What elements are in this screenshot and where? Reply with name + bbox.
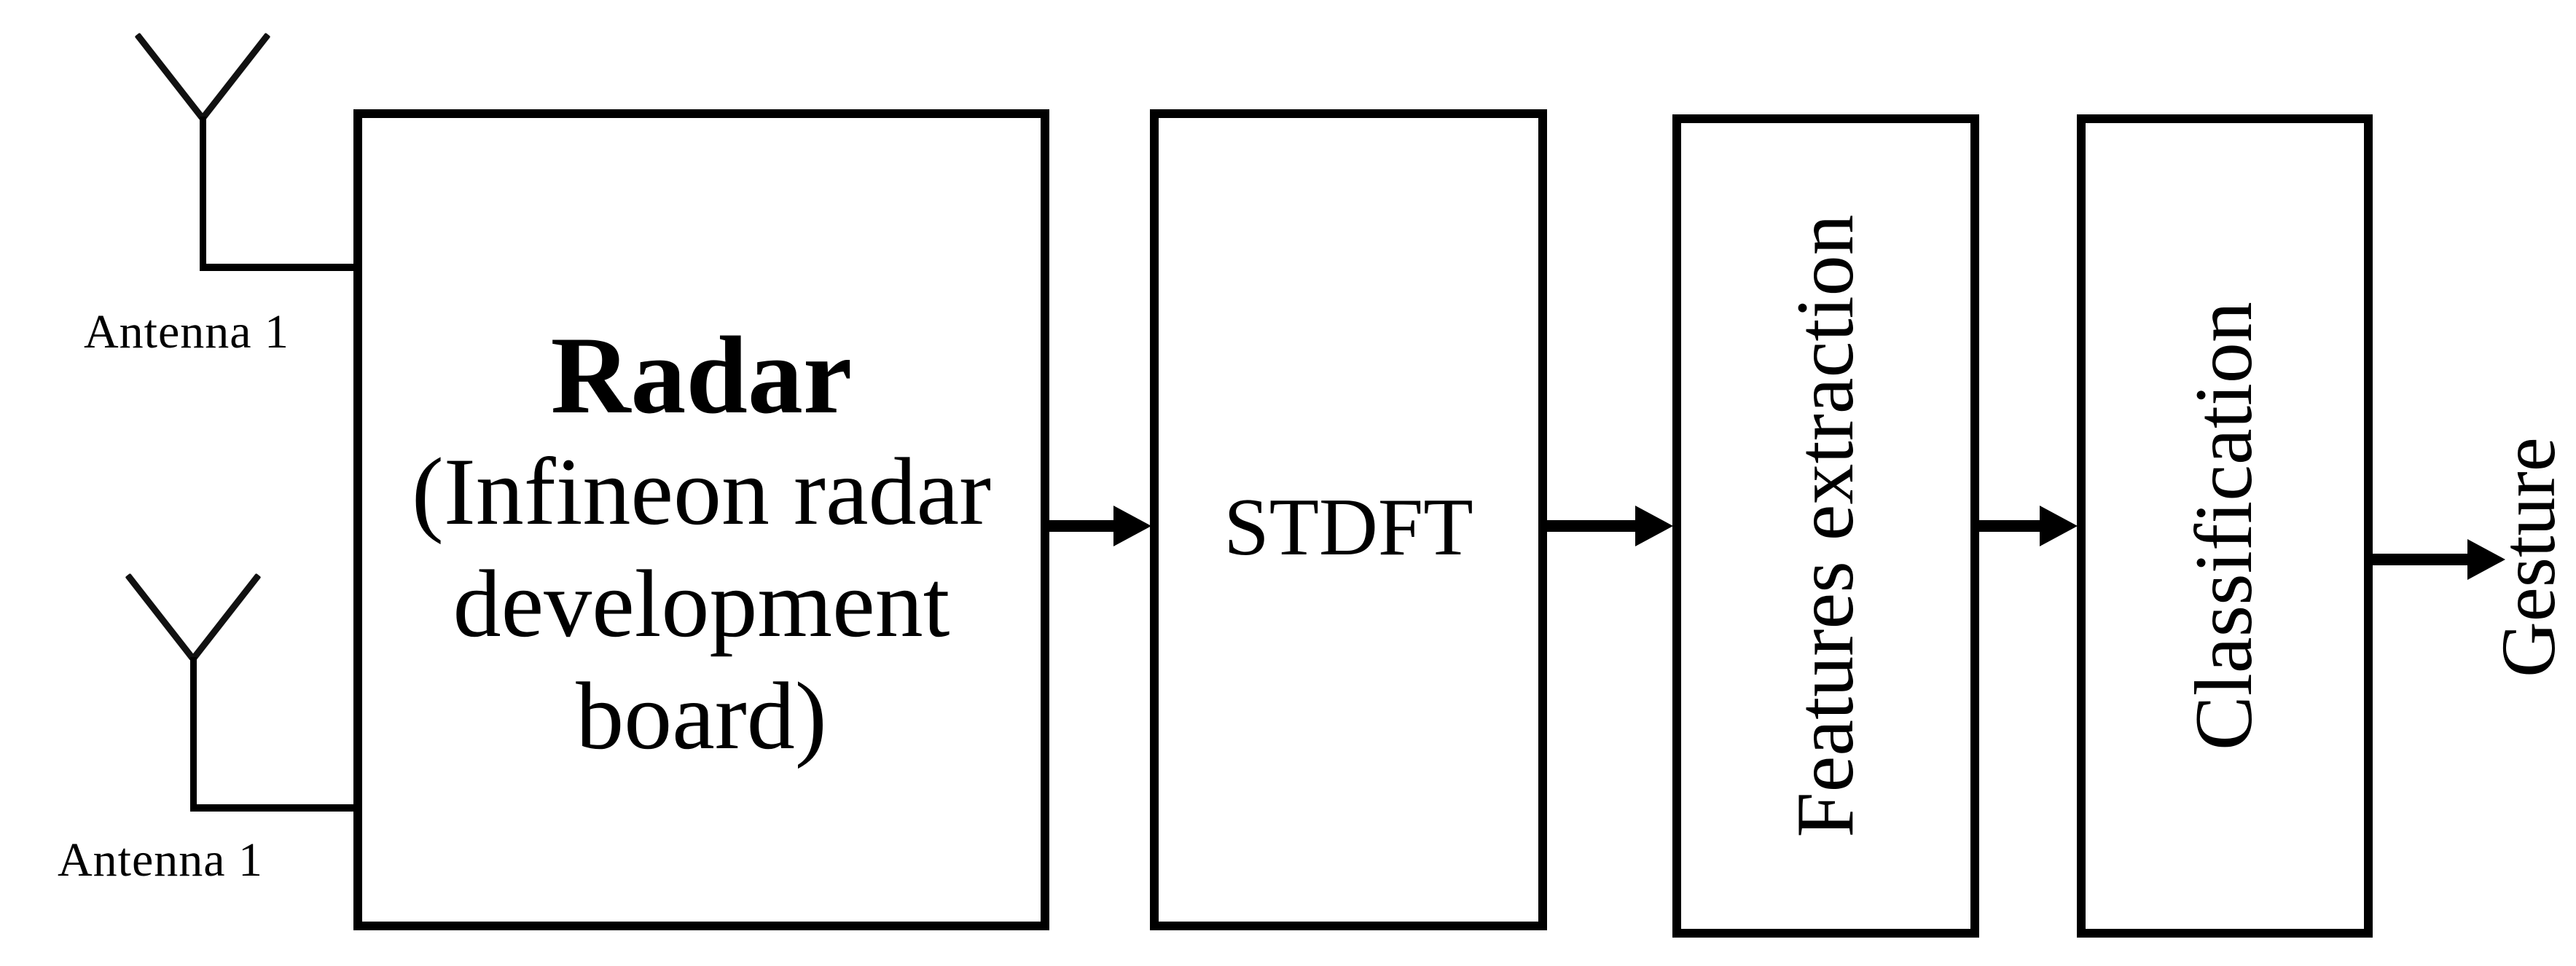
radar-block-title: Radar [550,314,853,436]
features-extraction-label: Features extraction [1780,214,1871,838]
antenna-bottom-label: Antenna 1 [57,833,264,887]
arrow-stdft-to-features [1545,520,1636,532]
stdft-block [1150,109,1547,930]
arrowhead-icon [1635,506,1673,546]
antenna-arm-icon [125,573,196,661]
antenna-top-label: Antenna 1 [83,305,290,358]
arrow-classification-to-gesture [2371,554,2468,565]
radar-block-subtitle-line: (Infineon radar [411,438,992,545]
arrowhead-icon [2040,506,2078,546]
antenna-arm-icon [190,573,262,661]
stdft-block-label: STDFT [1224,482,1473,573]
features-extraction-block [1672,114,1979,938]
antenna-stem [190,657,197,812]
antenna-stem [200,117,206,270]
radar-block-subtitle-line: board) [576,662,827,769]
antenna-arm-icon [134,32,205,121]
arrow-radar-to-stdft [1048,520,1115,532]
arrowhead-icon [1113,506,1151,546]
antenna-arm-icon [200,32,271,121]
gesture-output-label: Gesture [2486,437,2571,678]
classification-block [2077,114,2373,938]
antenna-feed-line [200,264,357,271]
radar-block [353,109,1049,930]
antenna-feed-line [190,804,357,812]
arrow-features-to-classification [1978,520,2040,532]
radar-block-subtitle-line: development [453,550,950,657]
classification-label: Classification [2179,302,2269,750]
arrowhead-icon [2467,539,2505,580]
